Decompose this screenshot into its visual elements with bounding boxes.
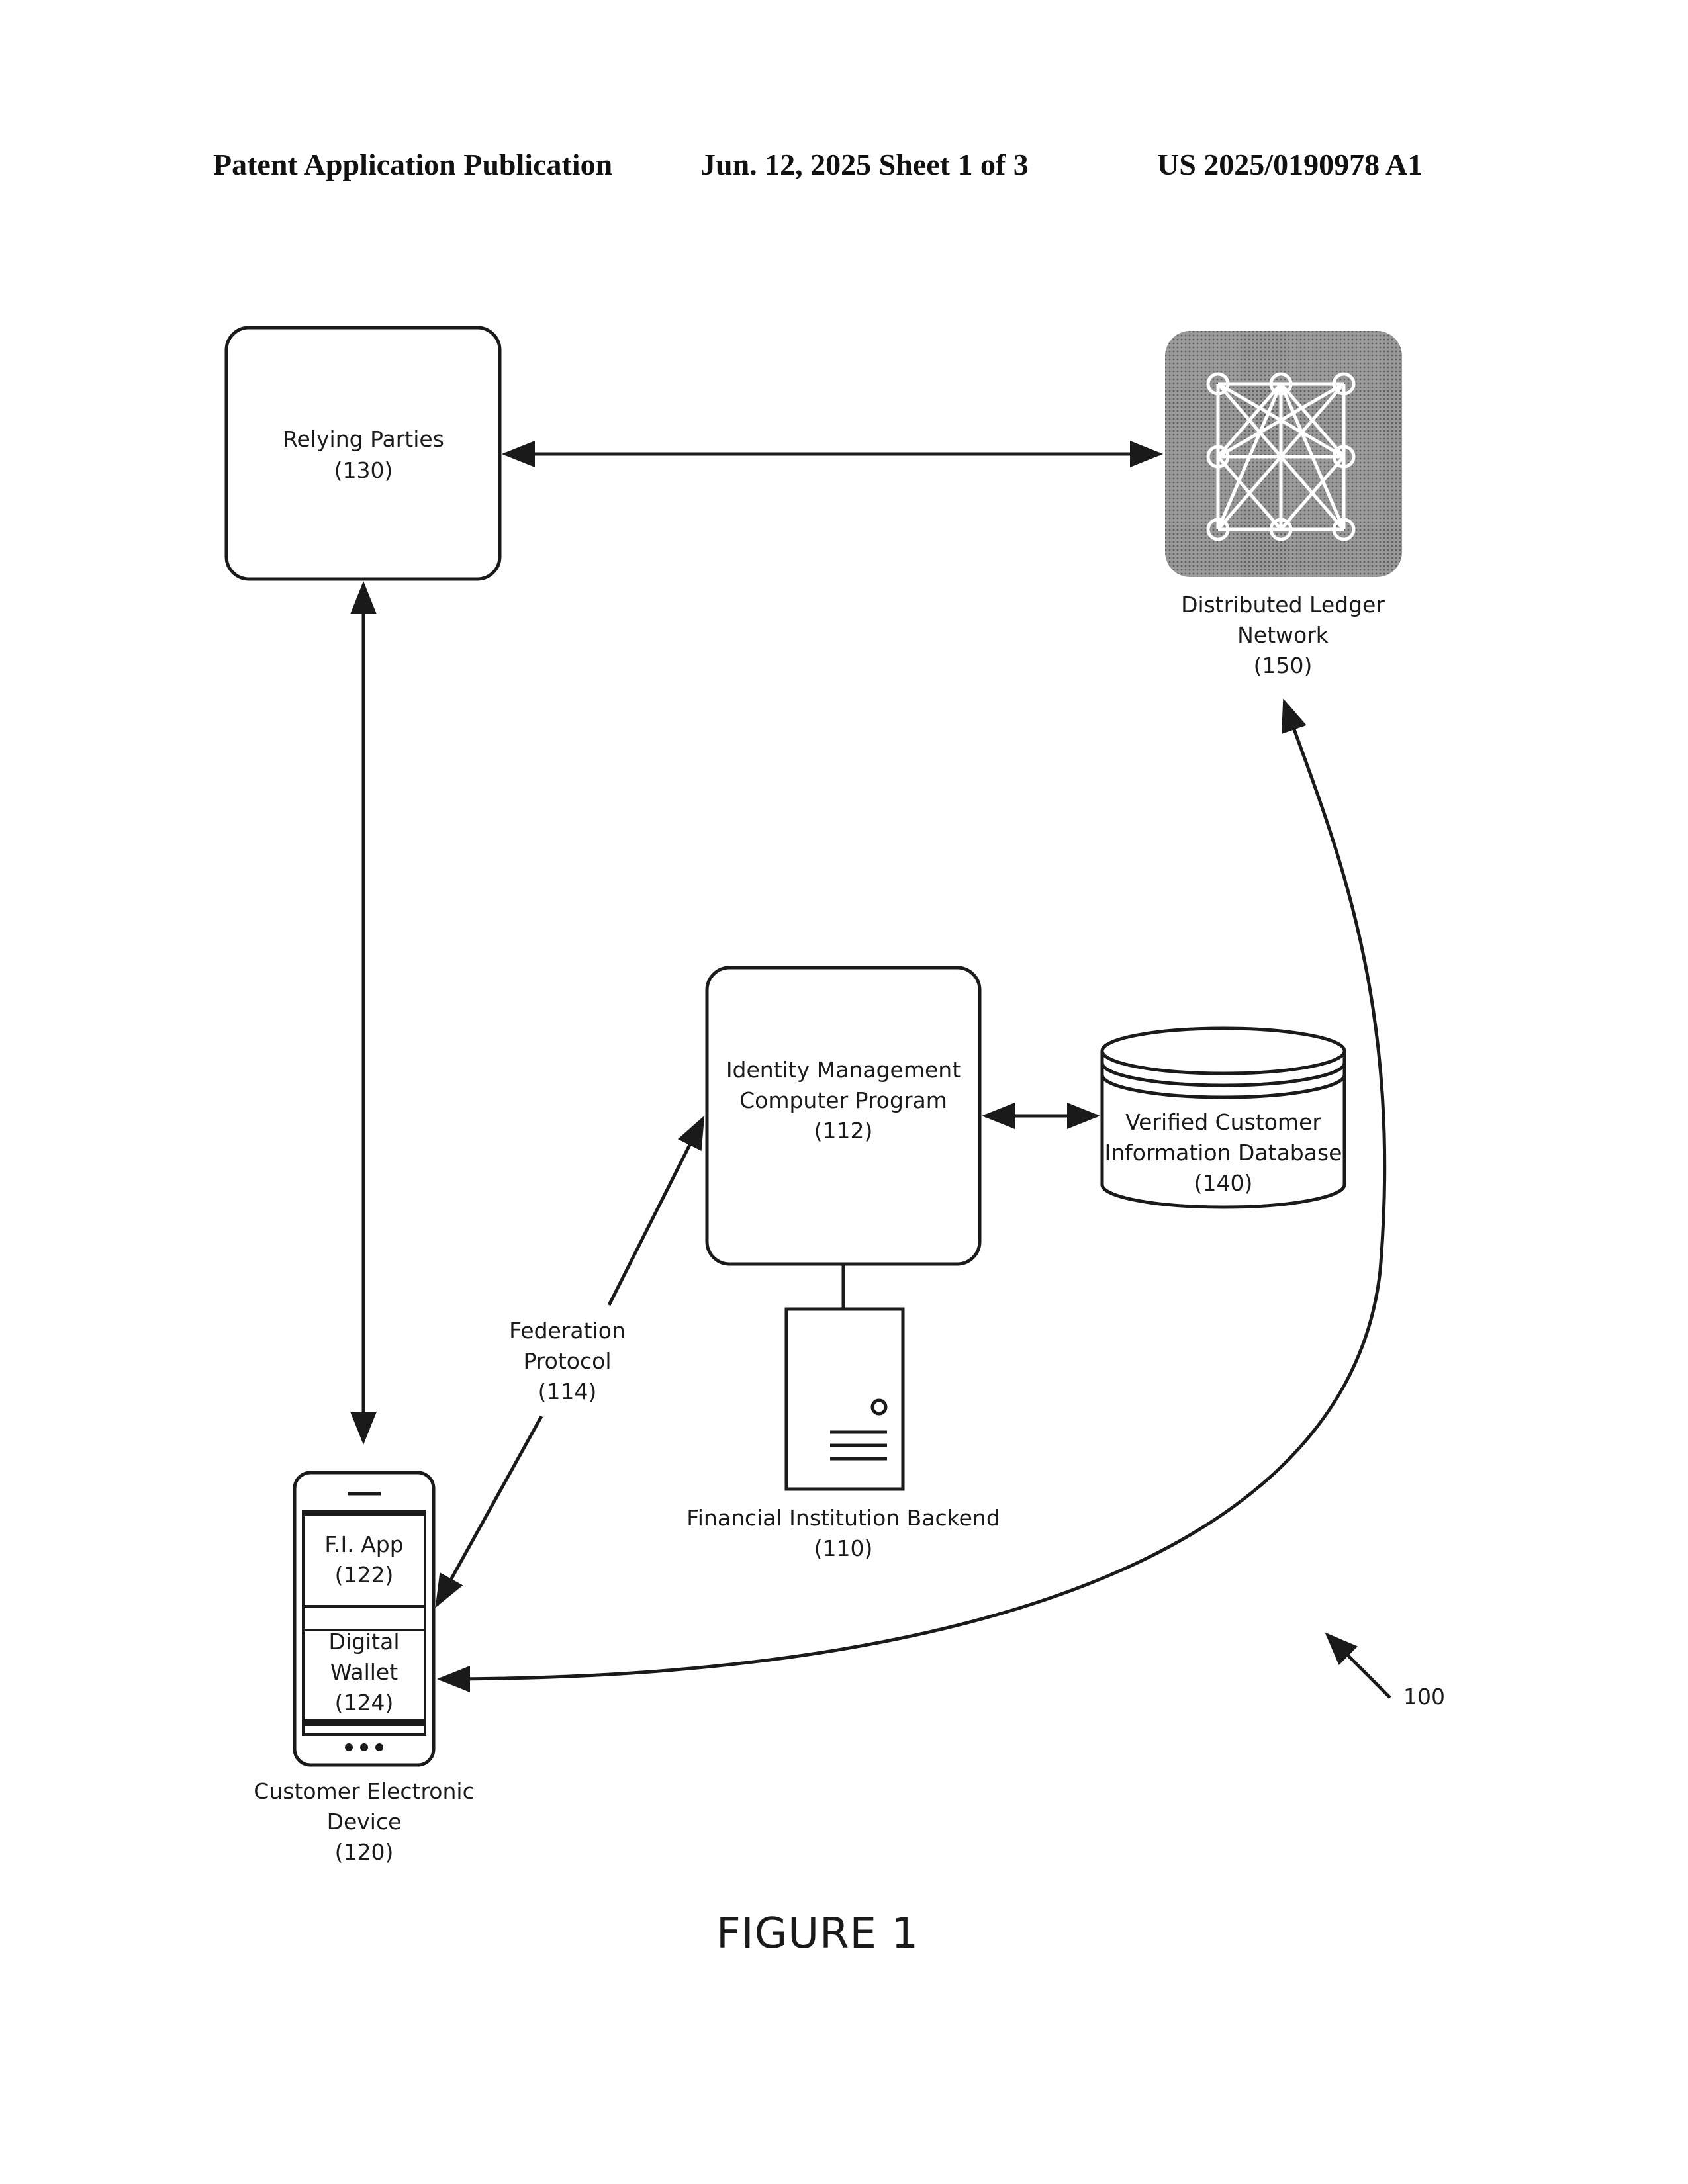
identity-management-node: Identity Management Computer Program (11…	[707, 968, 980, 1264]
database-label-line1: Verified Customer	[1125, 1109, 1321, 1135]
ledger-label-line2: Network	[1237, 622, 1329, 648]
wallet-ref: (124)	[335, 1690, 394, 1715]
identity-management-ref: (112)	[814, 1118, 873, 1144]
device-ref: (120)	[335, 1839, 394, 1865]
digital-wallet-node: Digital Wallet (124)	[328, 1629, 399, 1715]
relying-parties-node: Relying Parties (130)	[226, 328, 500, 579]
device-label-line2: Device	[327, 1809, 402, 1835]
ledger-ref: (150)	[1254, 653, 1313, 678]
system-ref-number: 100	[1403, 1684, 1445, 1709]
federation-protocol-label: Federation Protocol (114)	[509, 1318, 626, 1404]
database-node: Verified Customer Information Database (…	[1102, 1028, 1344, 1207]
backend-ref: (110)	[814, 1535, 873, 1561]
backend-node: Financial Institution Backend (110)	[686, 1264, 1000, 1561]
wallet-label-line2: Wallet	[330, 1659, 398, 1685]
customer-device-node: F.I. App (122) Digital Wallet (124) Cust…	[254, 1473, 474, 1865]
relying-parties-ref: (130)	[334, 457, 393, 483]
federation-arrow-lower	[437, 1416, 541, 1605]
figure-label: FIGURE 1	[0, 1909, 1635, 1958]
identity-management-line2: Computer Program	[739, 1087, 947, 1113]
device-label-line1: Customer Electronic	[254, 1778, 474, 1804]
federation-arrow-upper	[609, 1118, 703, 1305]
relying-parties-box	[226, 328, 500, 579]
identity-management-line1: Identity Management	[726, 1057, 961, 1083]
server-icon	[786, 1309, 903, 1489]
phone-icon	[295, 1473, 434, 1765]
identity-management-box	[707, 968, 980, 1264]
database-label-line2: Information Database	[1105, 1140, 1342, 1165]
fi-app-ref: (122)	[335, 1562, 394, 1588]
fi-app-label: F.I. App	[324, 1531, 403, 1557]
federation-line2: Protocol	[524, 1348, 612, 1374]
backend-label: Financial Institution Backend	[686, 1505, 1000, 1531]
ledger-graph-icon	[1208, 374, 1354, 539]
system-ref-pointer	[1327, 1635, 1390, 1698]
database-ref: (140)	[1194, 1170, 1253, 1196]
relying-parties-label: Relying Parties	[283, 426, 444, 452]
federation-ref: (114)	[538, 1379, 597, 1404]
wallet-label-line1: Digital	[328, 1629, 399, 1655]
distributed-ledger-node: Distributed Ledger Network (150)	[1165, 331, 1402, 678]
ledger-label-line1: Distributed Ledger	[1181, 592, 1385, 617]
federation-line1: Federation	[509, 1318, 626, 1343]
